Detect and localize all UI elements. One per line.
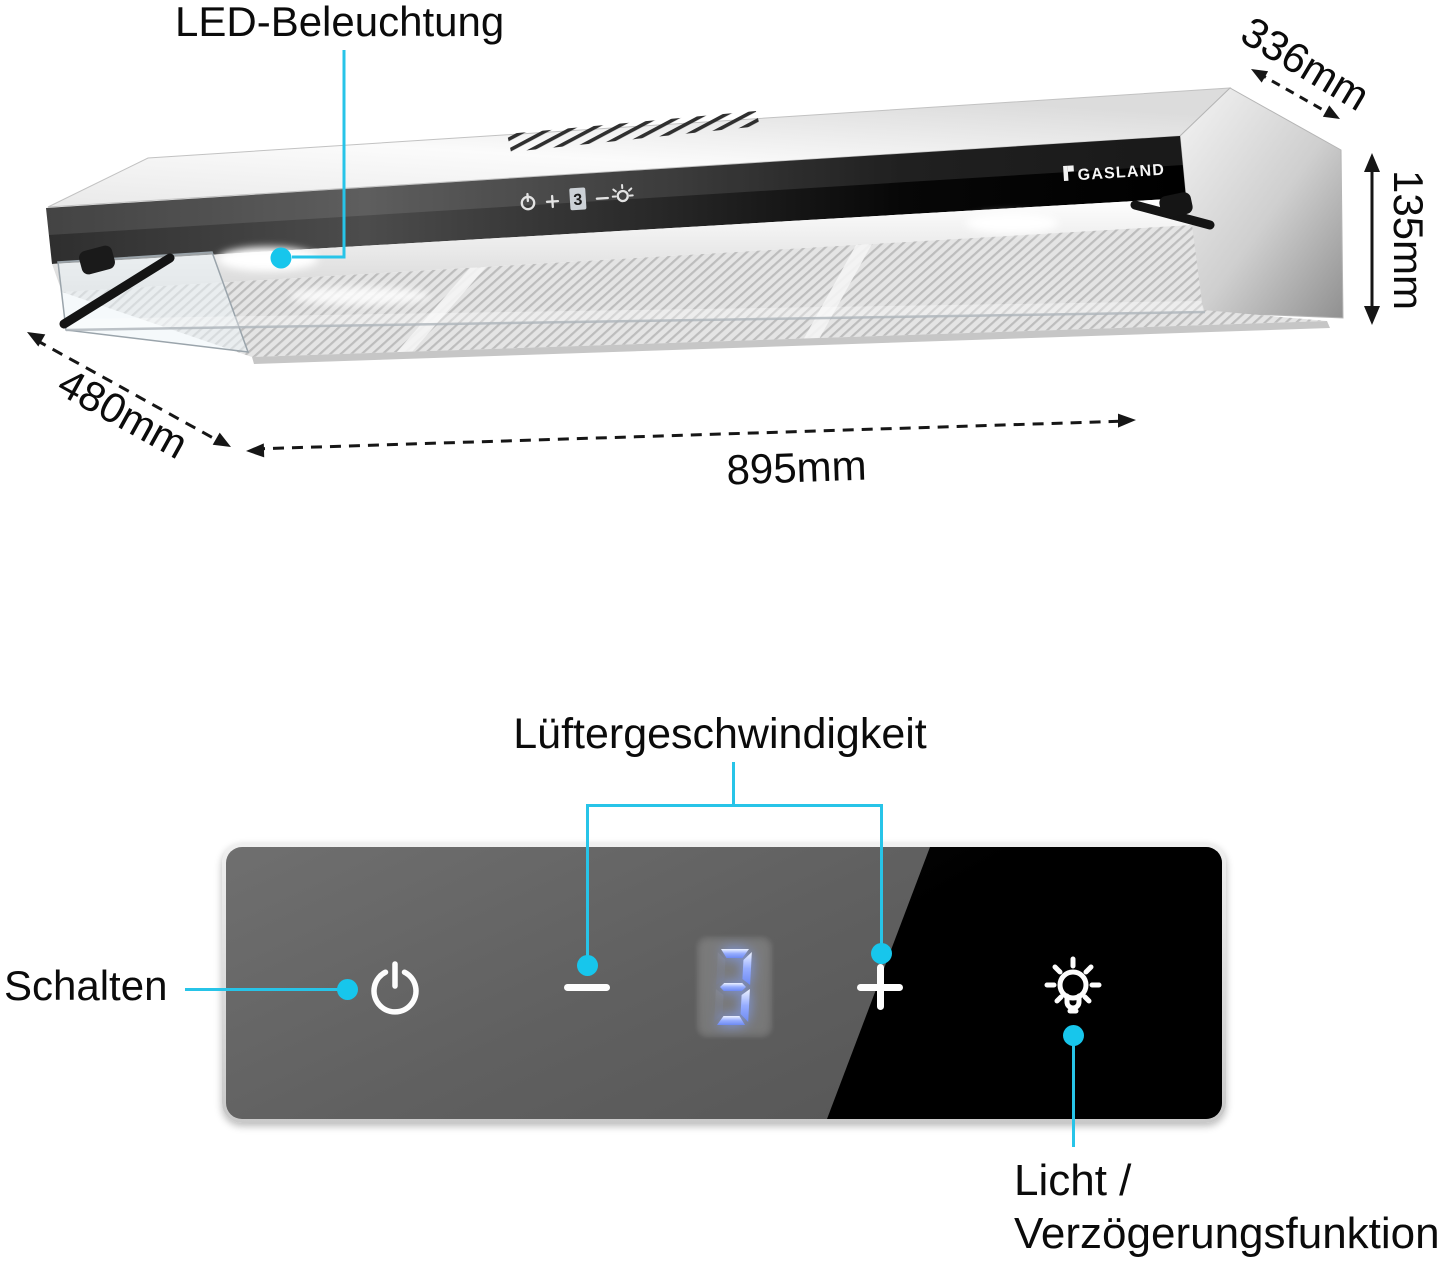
fan-plus-dot: [871, 943, 892, 964]
fan-speed-display: [697, 937, 772, 1037]
fan-speed-label: Lüftergeschwindigkeit: [513, 710, 927, 758]
handle-knob-right: [1159, 192, 1193, 218]
led-light-glow: [218, 247, 318, 271]
minus-icon: [595, 196, 609, 200]
fan-minus-button[interactable]: [564, 984, 610, 991]
light-label-line2: Verzögerungsfunktion: [1014, 1209, 1440, 1258]
led-callout-line: [292, 50, 346, 259]
light-dot: [1063, 1025, 1084, 1046]
hood-illustration: GASLAND 3: [27, 0, 1432, 494]
brand-logo: GASLAND: [1063, 162, 1166, 184]
light-label-line1: Licht /: [1014, 1156, 1132, 1205]
power-dot: [337, 979, 358, 1000]
fan-bracket-left: [586, 804, 589, 960]
arrowhead: [1251, 69, 1269, 83]
filter-front-edge: [252, 321, 1330, 364]
fan-bracket-right: [880, 804, 883, 948]
hood-side-face: [1179, 87, 1344, 319]
fan-minus-dot: [577, 955, 598, 976]
power-icon: [520, 192, 536, 211]
arrowhead: [1322, 105, 1340, 119]
power-label: Schalten: [4, 962, 168, 1009]
arrowhead: [27, 332, 46, 347]
fan-bracket-stub: [732, 762, 735, 806]
touch-control-panel: [222, 843, 1226, 1123]
hood-strip-controls: 3: [520, 184, 634, 211]
glass-visor-edge-band: [66, 301, 1205, 330]
arrowhead: [246, 443, 265, 458]
glass-visor-edge: [65, 310, 1206, 332]
arrowhead: [1118, 413, 1136, 428]
light-button[interactable]: [1035, 949, 1111, 1025]
hood-underside: [52, 198, 1192, 292]
power-icon: [371, 961, 419, 1015]
arrowhead: [1364, 153, 1380, 172]
plus-icon: [545, 194, 560, 209]
arrowhead: [212, 432, 231, 447]
speed-display: 3: [569, 187, 587, 211]
panel-glass-surface: [226, 847, 1222, 1119]
dim-depth-bottom: 480mm: [50, 359, 195, 468]
strip-sheen: [46, 136, 1183, 235]
light-callout-line: [1072, 1045, 1075, 1147]
dim-width: 895mm: [726, 442, 868, 494]
light-bulb-icon: [1044, 956, 1102, 1014]
filter-reflection: [290, 287, 430, 305]
led-light-glow: [966, 213, 1058, 233]
arrowhead: [1364, 306, 1380, 325]
hood-speed-digit: 3: [573, 192, 583, 210]
light-bulb-icon: [611, 184, 634, 203]
dimension-annotations: [27, 69, 1380, 458]
handle-knob-left: [79, 245, 115, 275]
power-callout-line: [185, 988, 348, 991]
seven-segment-digit: [714, 949, 752, 1025]
filter-separator: [396, 267, 486, 353]
handle-arm-left: [59, 253, 175, 329]
led-label: LED-Beleuchtung: [175, 0, 504, 45]
brand-logo-text: GASLAND: [1077, 162, 1165, 184]
light-label: Licht / Verzögerungsfunktion: [1014, 1154, 1440, 1260]
fan-plus-button[interactable]: [857, 964, 903, 1010]
hood-front-strip: [46, 136, 1186, 264]
power-button[interactable]: [365, 958, 425, 1018]
fan-bracket-horizontal: [587, 804, 883, 807]
vent-slats: [507, 111, 760, 152]
dim-height: 135mm: [1385, 170, 1432, 310]
led-callout-dot: [270, 247, 292, 269]
